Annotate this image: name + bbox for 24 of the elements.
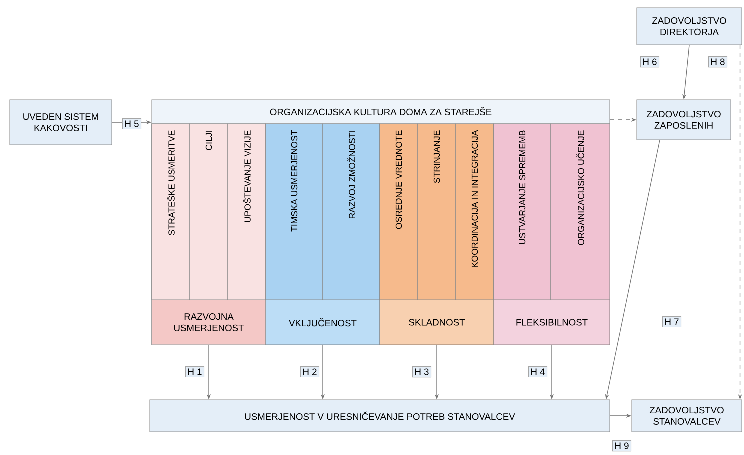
edge-label: H 7 (662, 316, 682, 328)
edge-label: H 1 (185, 366, 205, 378)
trait-column: UPOŠTEVANJE VIZIJE (228, 124, 266, 300)
outcome-box: USMERJENOST V URESNIČEVANJE POTREB STANOVALCEV (150, 400, 610, 432)
trait-column: RAZVOJ ZMOŽNOSTI (322, 124, 380, 300)
process-box: UVEDEN SISTEM KAKOVOSTI (10, 100, 112, 146)
edge-label: H 6 (640, 56, 660, 68)
trait-column: USTVARJANJE SPREMEMB (494, 124, 552, 300)
edge-label: H 4 (528, 366, 548, 378)
trait-column: KOORDINACIJA IN INTEGRACIJA (456, 124, 494, 300)
trait-column: OSREDNJE VREDNOTE (380, 124, 418, 300)
edge-label: H 2 (300, 366, 320, 378)
trait-column: STRATEŠKE USMERITVE (152, 124, 190, 300)
trait-column: STRINJANJE (418, 124, 456, 300)
edge-label: H 3 (412, 366, 432, 378)
trait-column: TIMSKA USMERJENOST (266, 124, 324, 300)
edge-label: H 8 (708, 56, 728, 68)
trait-column: CILJI (190, 124, 228, 300)
edge-label: H 9 (612, 440, 632, 452)
edge-label: H 5 (122, 118, 142, 130)
trait-column: ORGANIZACIJSKO UČENJE (550, 124, 610, 300)
outcome-box: ZADOVOLJSTVO STANOVALCEV (632, 400, 742, 432)
process-box: ZADOVOLJSTVO ZAPOSLENIH (636, 100, 732, 140)
process-box: ZADOVOLJSTVO DIREKTORJA (636, 8, 742, 46)
